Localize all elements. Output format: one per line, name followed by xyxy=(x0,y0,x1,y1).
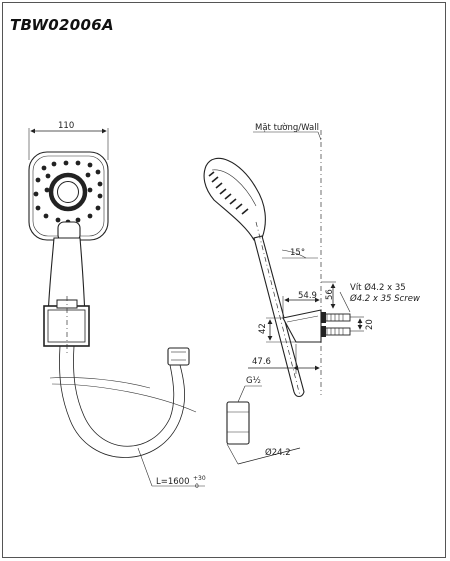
screw-label-en: Ø4.2 x 35 Screw xyxy=(349,293,420,304)
dim-20: 20 xyxy=(365,319,375,330)
thread-label: G½ xyxy=(246,376,261,386)
dim-56: 56 xyxy=(325,289,335,300)
hose: L=1600 +30 0 xyxy=(49,345,206,490)
side-nozzles xyxy=(208,171,249,215)
hose-length-label: L=1600 xyxy=(156,477,190,487)
shower-head-front-view xyxy=(28,128,109,356)
shower-head-side-view: Mặt tường/Wall 15° Vít xyxy=(203,122,420,398)
connector-detail: G½ Ø24.2 xyxy=(226,376,301,465)
wall-label: Mặt tường/Wall xyxy=(255,122,319,133)
drawing-frame xyxy=(2,2,446,558)
dim-42: 42 xyxy=(258,323,268,334)
dim-width-110: 110 xyxy=(58,121,74,131)
screws xyxy=(321,312,351,337)
dim-47-6: 47.6 xyxy=(252,357,271,367)
tolerance-plus: +30 xyxy=(193,475,206,482)
angle-label: 15° xyxy=(290,248,305,258)
spray-nozzles xyxy=(33,160,103,225)
screw-label-vi: Vít Ø4.2 x 35 xyxy=(350,282,406,293)
diameter-label: Ø24.2 xyxy=(265,447,291,458)
tolerance-zero: 0 xyxy=(195,483,199,490)
model-title: TBW02006A xyxy=(10,16,114,34)
dim-54-9: 54.9 xyxy=(298,291,317,301)
